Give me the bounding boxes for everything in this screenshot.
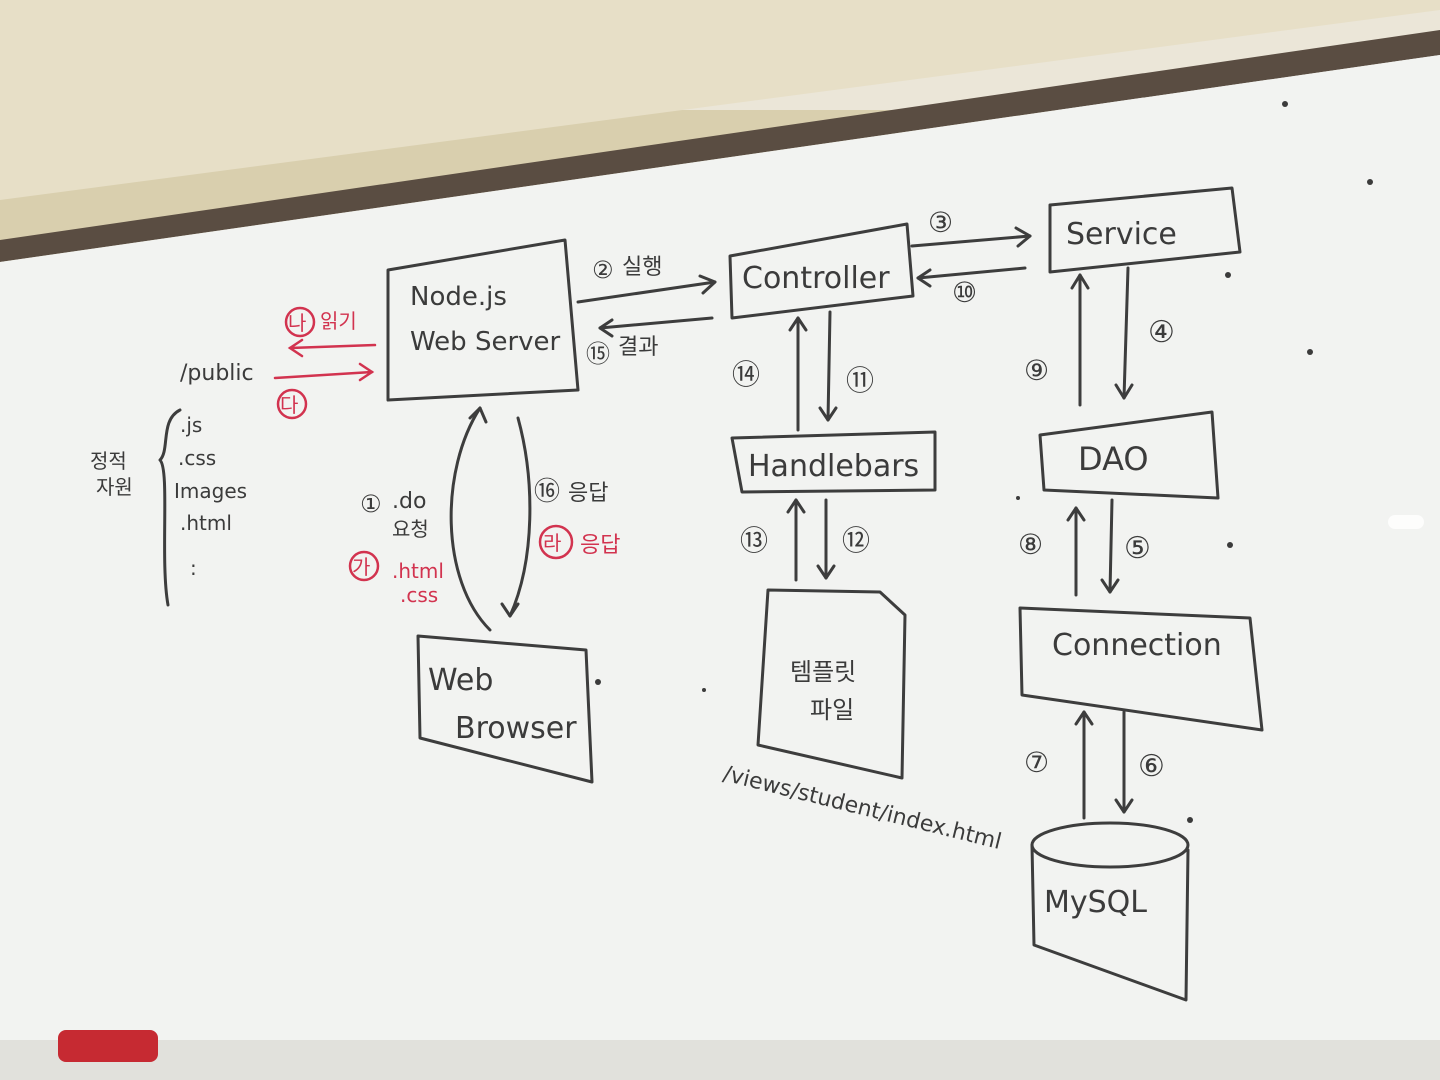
step-5: ⑤ <box>1124 531 1151 566</box>
arrow-controller-to-service <box>910 234 1032 248</box>
web-server-box: Node.js Web Server <box>386 238 580 402</box>
board-wipe-mark <box>1388 515 1424 529</box>
red-step-labels: 가 .html .css 나 읽기 다 라 응답 <box>276 306 620 607</box>
dao-box: DAO <box>1038 410 1220 500</box>
static-resources: 정적 자원 /public .js .css Images .html : <box>90 361 254 607</box>
arrow-server-to-public <box>288 343 377 350</box>
step-15-text: 결과 <box>618 335 658 360</box>
step-labels: ① .do 요청 ② 실행 ③ ④ ⑤ ⑥ ⑦ ⑧ ⑨ ⑩ ⑪ ⑫ ⑬ ⑭ ⑮ … <box>360 206 1175 784</box>
controller-label: Controller <box>742 261 890 296</box>
public-folder-label: /public <box>180 361 254 386</box>
step-14: ⑭ <box>732 358 760 391</box>
connection-box: Connection <box>1018 606 1264 732</box>
red-step-ra-text: 응답 <box>580 533 620 558</box>
step-1: ① <box>360 490 382 518</box>
arrow-server-to-controller <box>576 280 717 304</box>
red-arrows <box>273 338 377 382</box>
service-box: Service <box>1048 186 1242 274</box>
web-server-label-line1: Node.js <box>410 282 507 312</box>
step-11: ⑪ <box>846 364 874 397</box>
web-browser-box: Web Browser <box>416 634 594 784</box>
template-file-label-line1: 템플릿 <box>790 658 856 686</box>
template-file-label-line2: 파일 <box>810 696 854 724</box>
step-9: ⑨ <box>1024 354 1049 387</box>
step-16-text: 응답 <box>568 481 608 506</box>
step-1-text-line2: 요청 <box>392 517 429 541</box>
connection-label: Connection <box>1052 628 1222 663</box>
static-heading-line2: 자원 <box>96 475 133 499</box>
static-brace <box>158 408 182 607</box>
step-1-text-line1: .do <box>392 489 426 514</box>
red-step-da: 다 <box>280 393 298 417</box>
board-frame <box>0 30 1440 262</box>
step-6: ⑥ <box>1138 749 1165 784</box>
dao-label: DAO <box>1078 440 1149 478</box>
red-step-ga: 가 <box>352 555 370 579</box>
red-step-ga-text-line1: .html <box>392 559 444 583</box>
marker-specks <box>595 101 1373 823</box>
step-16: ⑯ <box>534 477 560 507</box>
arrows <box>449 226 1134 820</box>
step-4: ④ <box>1148 315 1175 350</box>
step-13: ⑬ <box>740 524 768 557</box>
red-step-na: 나 <box>288 311 306 335</box>
mysql-label: MySQL <box>1044 885 1147 920</box>
red-step-na-text: 읽기 <box>320 309 357 333</box>
arrow-public-to-server <box>273 370 374 380</box>
service-label: Service <box>1066 217 1177 252</box>
web-browser-label-line2: Browser <box>455 711 577 746</box>
static-item-more: : <box>190 556 197 580</box>
red-step-ra: 라 <box>543 531 561 555</box>
step-15: ⑮ <box>586 340 610 368</box>
template-file-shape: 템플릿 파일 <box>756 588 907 780</box>
step-2: ② <box>592 256 614 284</box>
step-7: ⑦ <box>1024 746 1049 779</box>
wall <box>0 0 1440 200</box>
static-heading-line1: 정적 <box>90 449 127 473</box>
arrow-service-to-dao <box>1122 266 1130 400</box>
arrow-browser-to-server <box>449 406 492 632</box>
web-browser-label-line1: Web <box>428 663 493 698</box>
step-10: ⑩ <box>952 276 977 309</box>
static-item-images: Images <box>174 479 247 503</box>
red-step-ga-text-line2: .css <box>400 583 438 607</box>
arrow-dao-to-connection <box>1108 498 1114 594</box>
handlebars-box: Handlebars <box>730 430 937 494</box>
step-3: ③ <box>928 206 953 239</box>
eraser <box>58 1030 158 1062</box>
web-server-label-line2: Web Server <box>410 327 561 357</box>
mysql-cylinder: MySQL <box>1030 821 1190 1002</box>
arrow-server-to-browser <box>508 416 532 618</box>
board-tray <box>0 1040 1440 1080</box>
static-item-css: .css <box>178 446 216 470</box>
step-2-text: 실행 <box>622 255 662 280</box>
static-item-js: .js <box>180 413 202 437</box>
handlebars-label: Handlebars <box>748 449 919 484</box>
arrow-service-to-controller <box>916 266 1027 280</box>
arrow-controller-to-server <box>598 316 714 330</box>
step-8: ⑧ <box>1018 528 1043 561</box>
step-12: ⑫ <box>842 524 870 557</box>
arrow-controller-to-handlebars <box>826 310 832 422</box>
controller-box: Controller <box>728 222 915 320</box>
static-item-html: .html <box>180 511 232 535</box>
